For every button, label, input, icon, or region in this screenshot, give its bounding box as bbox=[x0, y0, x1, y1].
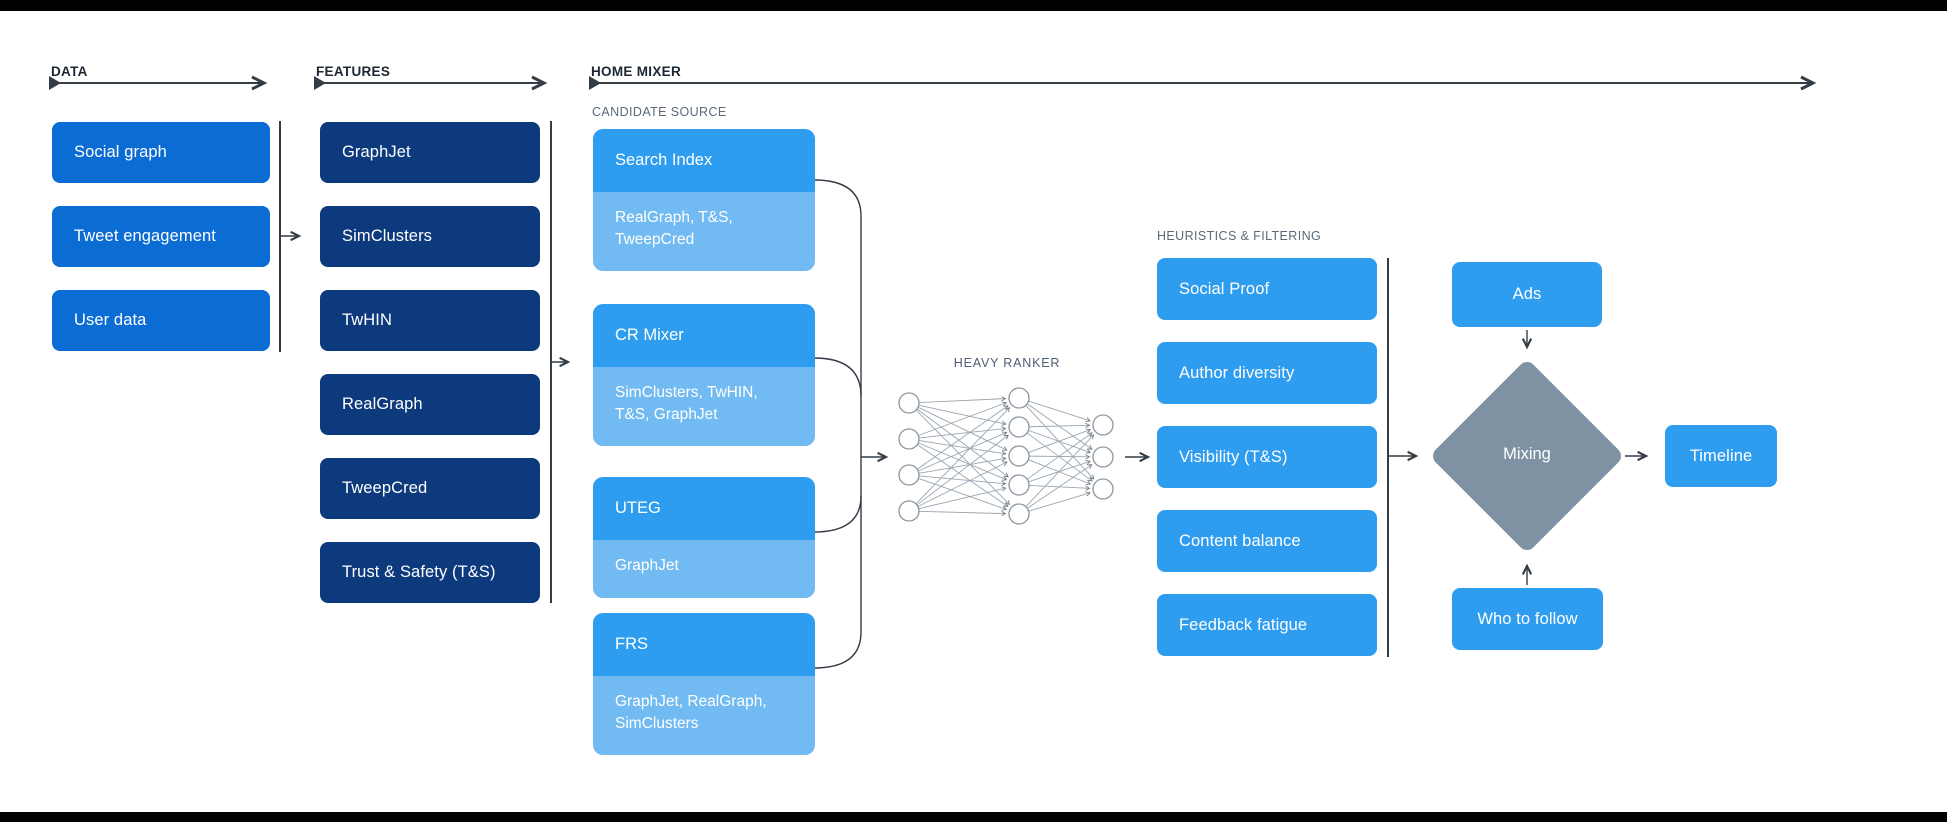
section-label-home-mixer: HOME MIXER bbox=[591, 64, 682, 79]
filter-box-visibility: Visibility (T&S) bbox=[1157, 426, 1377, 488]
top-black-bar bbox=[0, 0, 1947, 11]
heuristics-label: HEURISTICS & FILTERING bbox=[1157, 229, 1322, 243]
candidate-collector-lines bbox=[813, 179, 862, 669]
filter-box-author-diversity: Author diversity bbox=[1157, 342, 1377, 404]
feature-box-simclusters: SimClusters bbox=[320, 206, 540, 267]
data-box-user-data: User data bbox=[52, 290, 270, 351]
data-box-social-graph: Social graph bbox=[52, 122, 270, 183]
mixing-label: Mixing bbox=[1503, 445, 1551, 463]
candidate-box-search-index: Search Index RealGraph, T&S, TweepCred bbox=[593, 129, 815, 272]
feature-box-realgraph: RealGraph bbox=[320, 374, 540, 435]
candidate-box-frs: FRS GraphJet, RealGraph, SimClusters bbox=[593, 613, 815, 756]
ads-box: Ads bbox=[1452, 262, 1602, 327]
candidate-name: CR Mixer bbox=[593, 304, 815, 367]
feature-box-graphjet: GraphJet bbox=[320, 122, 540, 183]
section-label-features: FEATURES bbox=[316, 64, 391, 79]
candidate-features: SimClusters, TwHIN, T&S, GraphJet bbox=[593, 367, 815, 447]
heavy-ranker-label: HEAVY RANKER bbox=[953, 356, 1061, 370]
candidate-name: Search Index bbox=[593, 129, 815, 192]
section-label-data: DATA bbox=[51, 64, 88, 79]
feature-box-trust-safety: Trust & Safety (T&S) bbox=[320, 542, 540, 603]
filter-box-content-balance: Content balance bbox=[1157, 510, 1377, 572]
candidate-box-uteg: UTEG GraphJet bbox=[593, 477, 815, 598]
candidate-name: FRS bbox=[593, 613, 815, 676]
feature-box-twhin: TwHIN bbox=[320, 290, 540, 351]
candidate-source-label: CANDIDATE SOURCE bbox=[592, 105, 727, 119]
filter-box-feedback-fatigue: Feedback fatigue bbox=[1157, 594, 1377, 656]
who-to-follow-box: Who to follow bbox=[1452, 588, 1603, 650]
timeline-box: Timeline bbox=[1665, 425, 1777, 487]
candidate-features: GraphJet bbox=[593, 540, 815, 598]
candidate-features: RealGraph, T&S, TweepCred bbox=[593, 192, 815, 272]
candidate-name: UTEG bbox=[593, 477, 815, 540]
feature-box-tweepcred: TweepCred bbox=[320, 458, 540, 519]
data-box-tweet-engagement: Tweet engagement bbox=[52, 206, 270, 267]
candidate-box-cr-mixer: CR Mixer SimClusters, TwHIN, T&S, GraphJ… bbox=[593, 304, 815, 447]
candidate-features: GraphJet, RealGraph, SimClusters bbox=[593, 676, 815, 756]
bottom-black-bar bbox=[0, 812, 1947, 822]
neural-network-icon bbox=[898, 387, 1114, 525]
filter-box-social-proof: Social Proof bbox=[1157, 258, 1377, 320]
